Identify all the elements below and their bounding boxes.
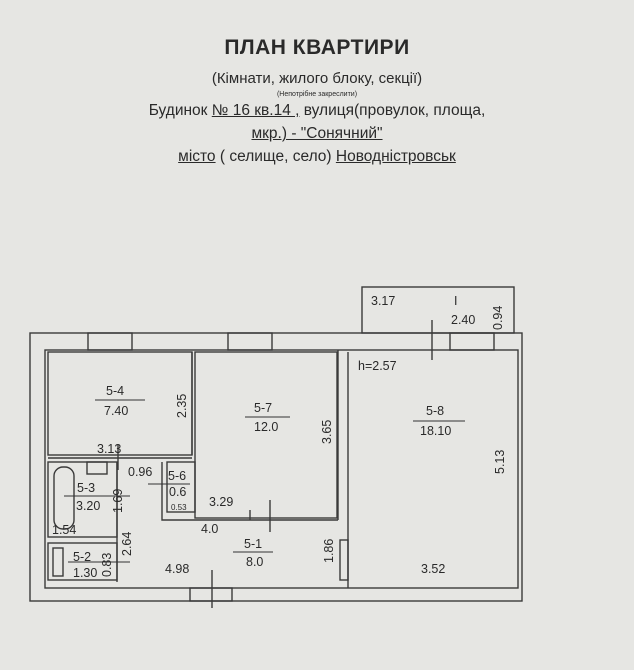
inner-wall: [44, 349, 519, 589]
room-5-1-dim: 4.98: [165, 562, 189, 576]
room-5-2-dim: 0.83: [100, 553, 114, 577]
room-5-7-dim: 3.29: [209, 495, 233, 509]
building-number: № 16 кв.14 ,: [211, 102, 300, 119]
room-5-2-id: 5-2: [73, 550, 91, 564]
room-5-8-dim: 5.13: [493, 450, 507, 474]
room-5-3-area: 3.20: [76, 499, 100, 513]
room-5-3-dim: 1.69: [111, 489, 125, 513]
toilet-icon: [52, 547, 64, 577]
bathtub-icon: [53, 466, 75, 530]
entrance-door: [189, 587, 233, 602]
address-line-2: мкр.) - "Сонячний": [0, 125, 634, 143]
building-label: Будинок: [148, 102, 212, 119]
room-5-7-id: 5-7: [254, 401, 272, 415]
balcony-area: 2.40: [451, 313, 475, 327]
room-5-4-dim: 2.35: [175, 394, 189, 418]
balcony-label: I: [454, 294, 457, 308]
room-5-2-area: 1.30: [73, 566, 97, 580]
room-5-7-dim: 3.65: [320, 420, 334, 444]
room-5-6-dim: 0.96: [128, 465, 152, 479]
settlement-label: ( селище, село): [215, 148, 336, 165]
window: [87, 332, 133, 351]
address-line-1: Будинок № 16 кв.14 , вулиця(провулок, пл…: [0, 102, 634, 120]
outer-wall: [29, 332, 523, 602]
subtitle: (Кімнати, жилого блоку, секції): [211, 70, 423, 87]
address-line-3: місто ( селище, село) Новодністровськ: [0, 148, 634, 166]
room-5-1-dim: 2.64: [120, 532, 134, 556]
room-5-6-area: 0.6: [169, 485, 186, 499]
city-label: місто: [178, 148, 216, 165]
window: [227, 332, 273, 351]
room-5-4-area: 7.40: [104, 404, 128, 418]
room-5-3-id: 5-3: [77, 481, 95, 495]
page-title: ПЛАН КВАРТИРИ: [224, 36, 410, 59]
balcony-length: 3.17: [371, 294, 395, 308]
room-5-8-area: 18.10: [420, 424, 451, 438]
street-name: мкр.) - "Сонячний": [251, 125, 383, 142]
city-name: Новодністровськ: [335, 148, 456, 165]
room-5-6-id: 5-6: [168, 469, 186, 483]
room-5-4-dim: 3.13: [97, 442, 121, 456]
room-5-1-dim: 4.0: [201, 522, 218, 536]
ceiling-height: h=2.57: [358, 359, 397, 373]
room-5-6-dim: 0.53: [171, 503, 187, 512]
room-5-1-id: 5-1: [244, 537, 262, 551]
room-5-4-id: 5-4: [106, 384, 124, 398]
room-5-8-dim: 3.52: [421, 562, 445, 576]
room-5-7-area: 12.0: [254, 420, 278, 434]
room-5-8-id: 5-8: [426, 404, 444, 418]
window: [449, 332, 495, 351]
room-5-3-dim: 1.54: [52, 523, 76, 537]
room-5-1-area: 8.0: [246, 555, 263, 569]
note: (Непотрібне закреслити): [276, 91, 358, 98]
sink-icon: [86, 461, 108, 475]
room-5-1-dim: 1.86: [322, 539, 336, 563]
balcony-width: 0.94: [491, 306, 505, 330]
street-label: вулиця(провулок, площа,: [299, 102, 486, 119]
